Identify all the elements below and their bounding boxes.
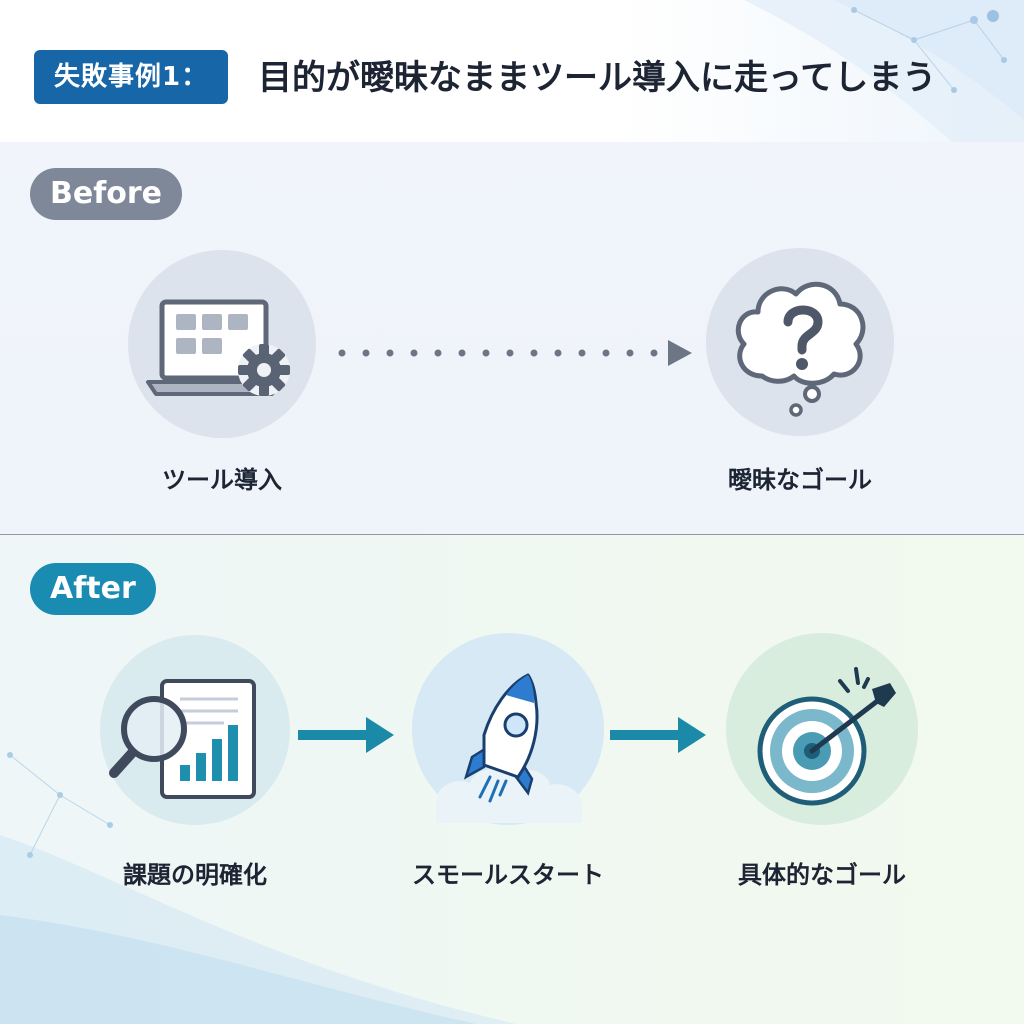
after-step-small-start-label: スモールスタート [412,861,604,889]
question-cloud-icon [735,281,866,417]
before-section: Before [0,142,1024,535]
after-section: After 課題の明確化 [0,535,1024,1024]
rocket-icon [436,673,582,823]
after-step-issue-label: 課題の明確化 [123,861,267,889]
after-connector-arrow-2 [610,717,706,753]
page-title: 目的が曖昧なままツール導入に走ってしまう [258,58,937,98]
network-decoration [744,0,1024,210]
before-step-tool-label: ツール導入 [162,466,282,494]
laptop-gear-icon [146,299,290,396]
after-step-goal-label: 具体的なゴール [738,861,906,889]
magnifier-chart-icon [109,679,256,799]
before-step-goal-label: 曖昧なゴール [728,466,872,494]
after-connector-arrow-1 [298,717,394,753]
after-pill: After [30,563,156,615]
before-pill: Before [30,168,183,220]
case-tag: 失敗事例1： [34,50,229,104]
target-icon [757,667,896,806]
wave-decoration [0,752,516,1024]
before-connector-arrow [338,340,692,366]
header: 失敗事例1： 目的が曖昧なままツール導入に走ってしまう [0,0,1024,210]
